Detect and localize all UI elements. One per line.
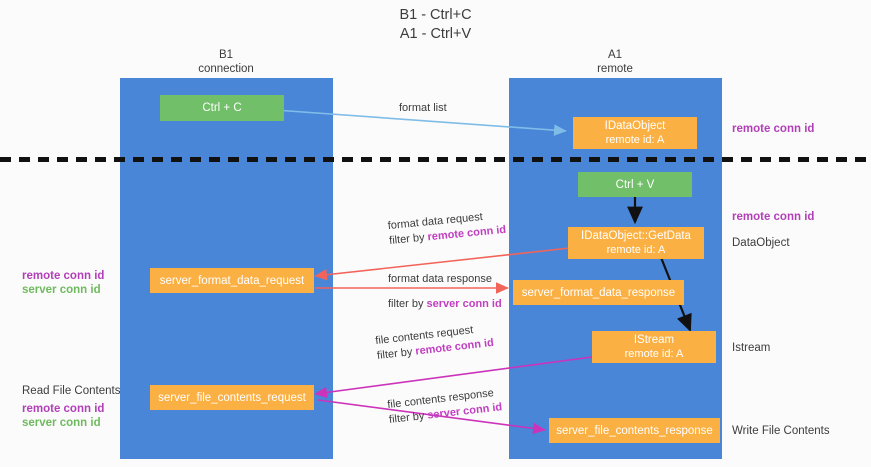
column-header-b1-name: B1: [218, 49, 234, 61]
node-server-file-contents-request[interactable]: server_file_contents_request: [150, 385, 314, 410]
node-ctrl-c[interactable]: Ctrl + C: [160, 95, 284, 121]
node-istream[interactable]: IStream remote id: A: [592, 331, 716, 363]
right-label-dataobject: DataObject: [732, 237, 790, 249]
node-server-format-data-request[interactable]: server_format_data_request: [150, 268, 314, 293]
node-istream-label: IStream: [633, 334, 675, 346]
filter-prefix-3: filter by: [376, 345, 417, 363]
edge-format-data-request: [314, 247, 571, 281]
edge-format-list: [274, 109, 567, 136]
column-header-b1: B1 connection: [146, 48, 306, 76]
phase-divider: [0, 157, 871, 162]
node-idataobject-label: IDataObject: [604, 120, 666, 132]
edge-label-format-data-response-line2: filter by server conn id: [388, 297, 502, 312]
column-header-a1: A1 remote: [535, 48, 695, 76]
edge-file-contents-request: [314, 356, 593, 399]
node-server-format-data-request-label: server_format_data_request: [159, 274, 305, 287]
title-line-1: B1 - Ctrl+C: [399, 7, 472, 23]
column-header-a1-sub: remote: [597, 63, 633, 75]
node-idataobject-getdata[interactable]: IDataObject::GetData remote id: A: [568, 227, 704, 259]
filter-server-conn-id: server conn id: [426, 298, 502, 310]
right-label-remote-conn-id-top: remote conn id: [732, 123, 815, 135]
edge-label-format-list: format list: [399, 102, 447, 114]
right-label-remote-conn-id-mid: remote conn id: [732, 211, 815, 223]
node-idataobject-id: remote id: A: [605, 134, 665, 146]
page-title: B1 - Ctrl+C A1 - Ctrl+V: [0, 6, 871, 44]
column-header-b1-sub: connection: [198, 63, 254, 75]
right-label-istream: Istream: [732, 342, 771, 354]
filter-prefix-4: filter by: [388, 409, 429, 427]
node-server-format-data-response[interactable]: server_format_data_response: [513, 280, 684, 305]
node-server-file-contents-request-label: server_file_contents_request: [158, 391, 306, 404]
node-ctrl-v-label: Ctrl + V: [615, 178, 655, 191]
filter-prefix: filter by: [388, 231, 429, 248]
left-label-remote-conn-id-2: remote conn id: [22, 403, 105, 415]
node-server-format-data-response-label: server_format_data_response: [521, 286, 676, 299]
node-idataobject-getdata-id: remote id: A: [606, 244, 666, 256]
node-ctrl-c-label: Ctrl + C: [202, 102, 242, 114]
edge-file-contents-response: [317, 399, 546, 435]
filter-prefix-2: filter by: [388, 298, 427, 310]
edge-label-format-data-response-line1: format data response: [388, 273, 492, 285]
node-server-file-contents-response[interactable]: server_file_contents_response: [549, 418, 720, 443]
node-idataobject[interactable]: IDataObject remote id: A: [573, 117, 697, 149]
node-server-file-contents-response-label: server_file_contents_response: [556, 424, 713, 437]
node-idataobject-getdata-label: IDataObject::GetData: [581, 230, 691, 242]
node-ctrl-v[interactable]: Ctrl + V: [578, 172, 692, 197]
left-label-remote-conn-id: remote conn id: [22, 270, 105, 282]
left-label-server-conn-id-2: server conn id: [22, 417, 101, 429]
left-label-server-conn-id: server conn id: [22, 284, 101, 296]
right-label-write-file-contents: Write File Contents: [732, 425, 830, 437]
edge-label-format-data-response: format data response filter by server co…: [388, 272, 502, 312]
node-istream-id: remote id: A: [624, 348, 684, 360]
title-line-2: A1 - Ctrl+V: [399, 26, 472, 42]
left-label-read-file-contents: Read File Contents: [22, 385, 121, 397]
column-header-a1-name: A1: [607, 49, 623, 61]
